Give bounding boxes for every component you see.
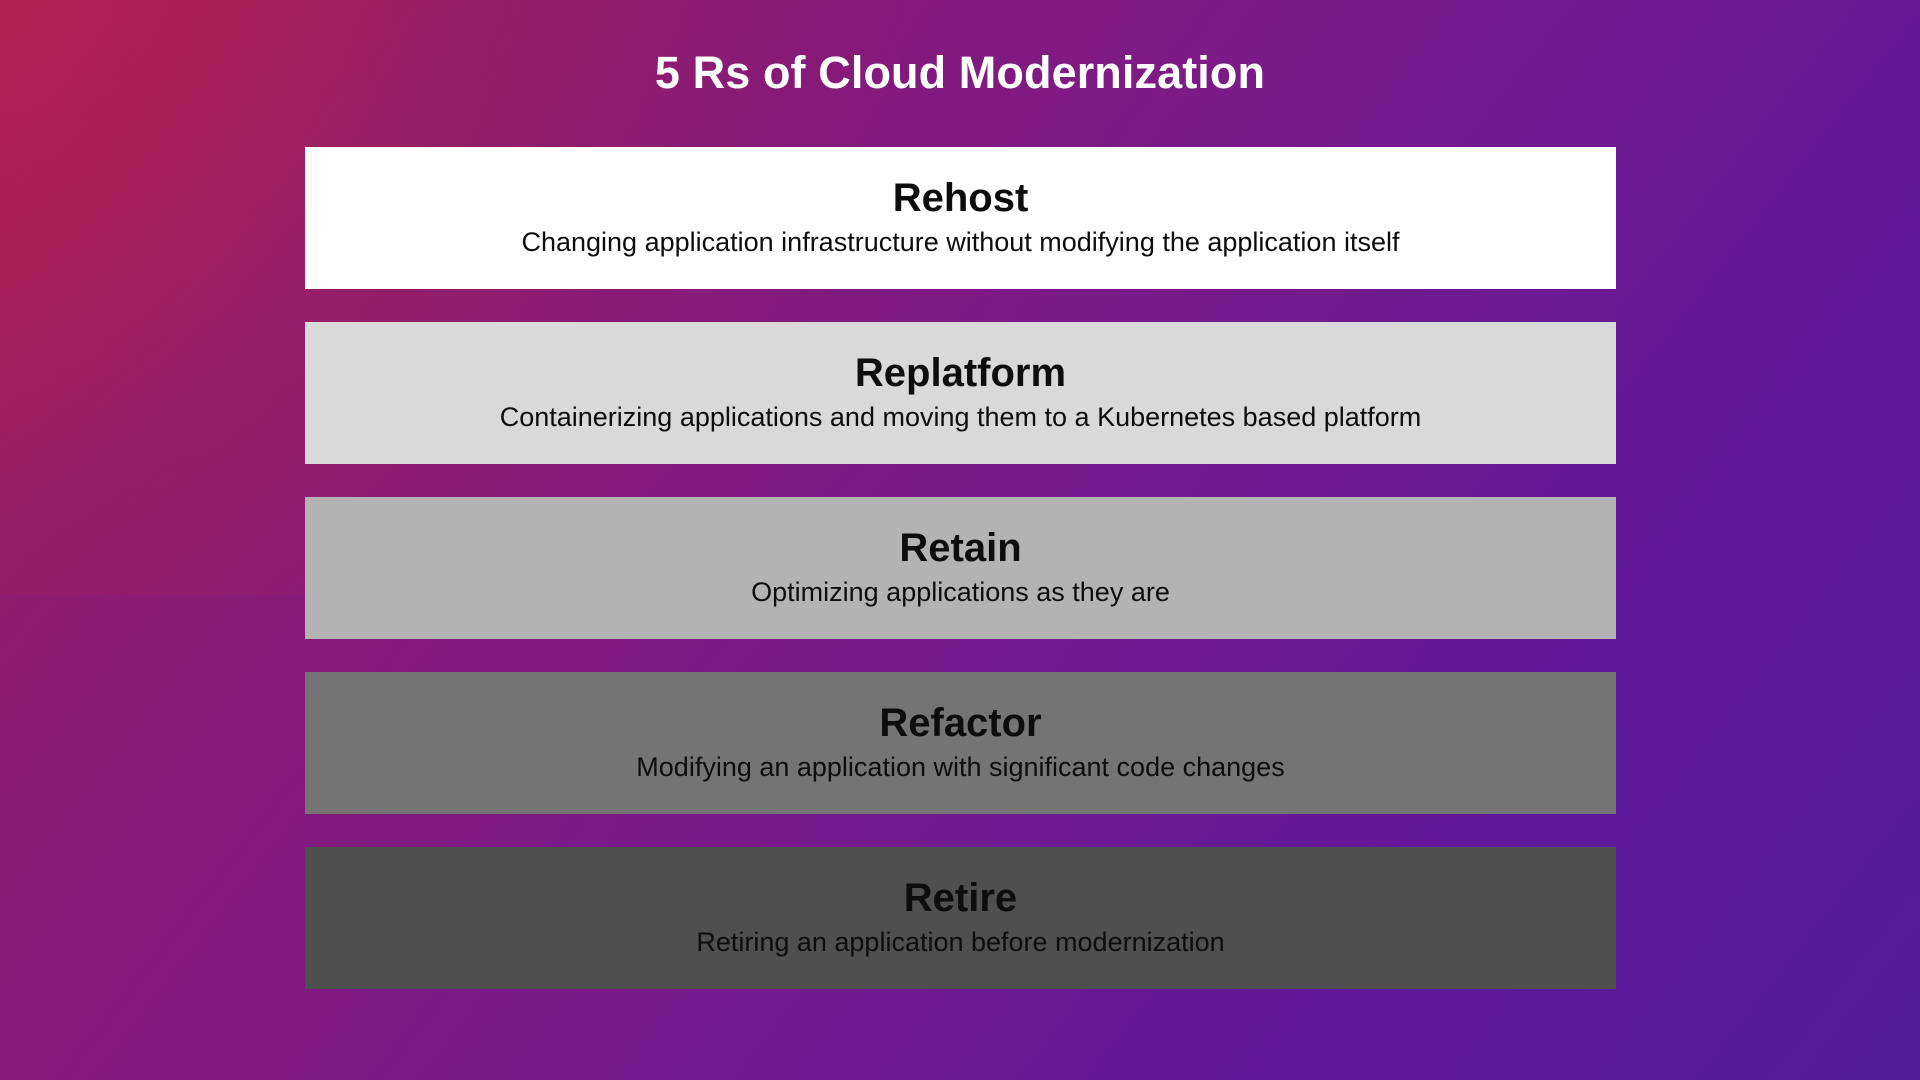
bar-description: Optimizing applications as they are bbox=[751, 577, 1170, 608]
bar-title: Retain bbox=[899, 526, 1022, 571]
bar-item-replatform[interactable]: Replatform Containerizing applications a… bbox=[305, 322, 1616, 464]
five-rs-bar-list: Rehost Changing application infrastructu… bbox=[305, 147, 1616, 989]
bar-description: Containerizing applications and moving t… bbox=[499, 402, 1422, 433]
bar-item-retain[interactable]: Retain Optimizing applications as they a… bbox=[305, 497, 1616, 639]
bar-title: Replatform bbox=[854, 351, 1067, 396]
bar-description: Modifying an application with significan… bbox=[636, 752, 1285, 783]
page-title: 5 Rs of Cloud Modernization bbox=[654, 47, 1266, 98]
bar-description: Changing application infrastructure with… bbox=[521, 227, 1400, 258]
bar-title: Refactor bbox=[879, 701, 1042, 746]
bar-item-retire[interactable]: Retire Retiring an application before mo… bbox=[305, 847, 1616, 989]
bar-item-rehost[interactable]: Rehost Changing application infrastructu… bbox=[305, 147, 1616, 289]
bar-description: Retiring an application before moderniza… bbox=[696, 927, 1225, 958]
bar-item-refactor[interactable]: Refactor Modifying an application with s… bbox=[305, 672, 1616, 814]
bar-title: Retire bbox=[903, 876, 1018, 921]
bar-title: Rehost bbox=[892, 176, 1029, 221]
